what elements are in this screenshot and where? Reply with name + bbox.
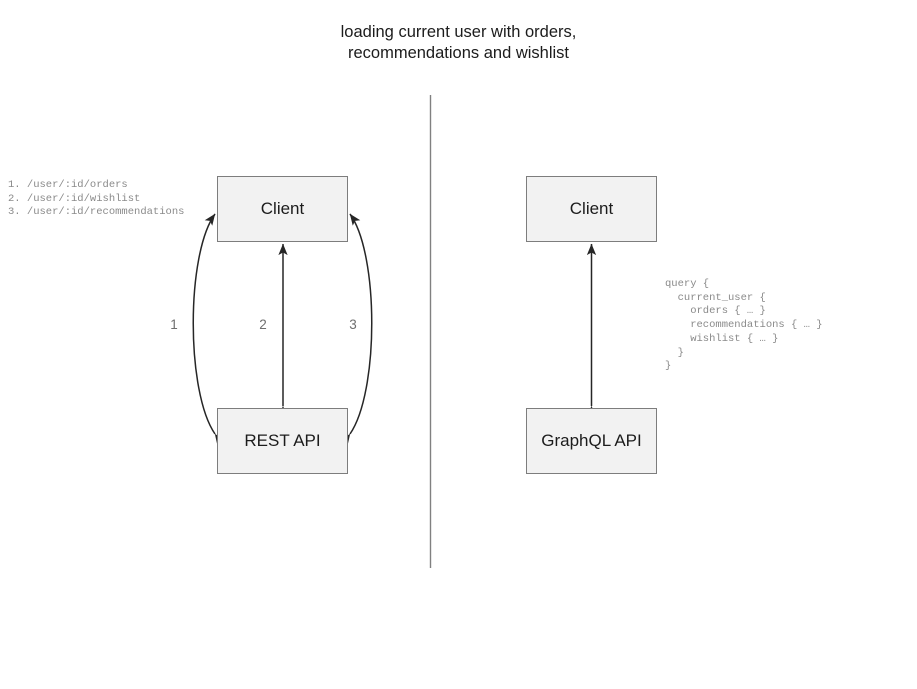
edge-label-3: 3: [349, 317, 357, 332]
edge-label-1: 1: [170, 317, 178, 332]
rest-endpoint-list: 1. /user/:id/orders 2. /user/:id/wishlis…: [8, 179, 185, 219]
diagram-title: loading current user with orders, recomm…: [340, 23, 577, 62]
node-rest-api[interactable]: REST API: [217, 408, 348, 474]
node-client-rest[interactable]: Client: [217, 176, 348, 242]
edge-1-curve: [192, 213, 226, 446]
node-client-graphql[interactable]: Client: [526, 176, 657, 242]
edge-label-2: 2: [259, 317, 267, 332]
node-graphql-api[interactable]: GraphQL API: [526, 408, 657, 474]
graphql-query-snippet: query { current_user { orders { … } reco…: [665, 278, 823, 373]
edge-3-curve: [339, 213, 373, 446]
